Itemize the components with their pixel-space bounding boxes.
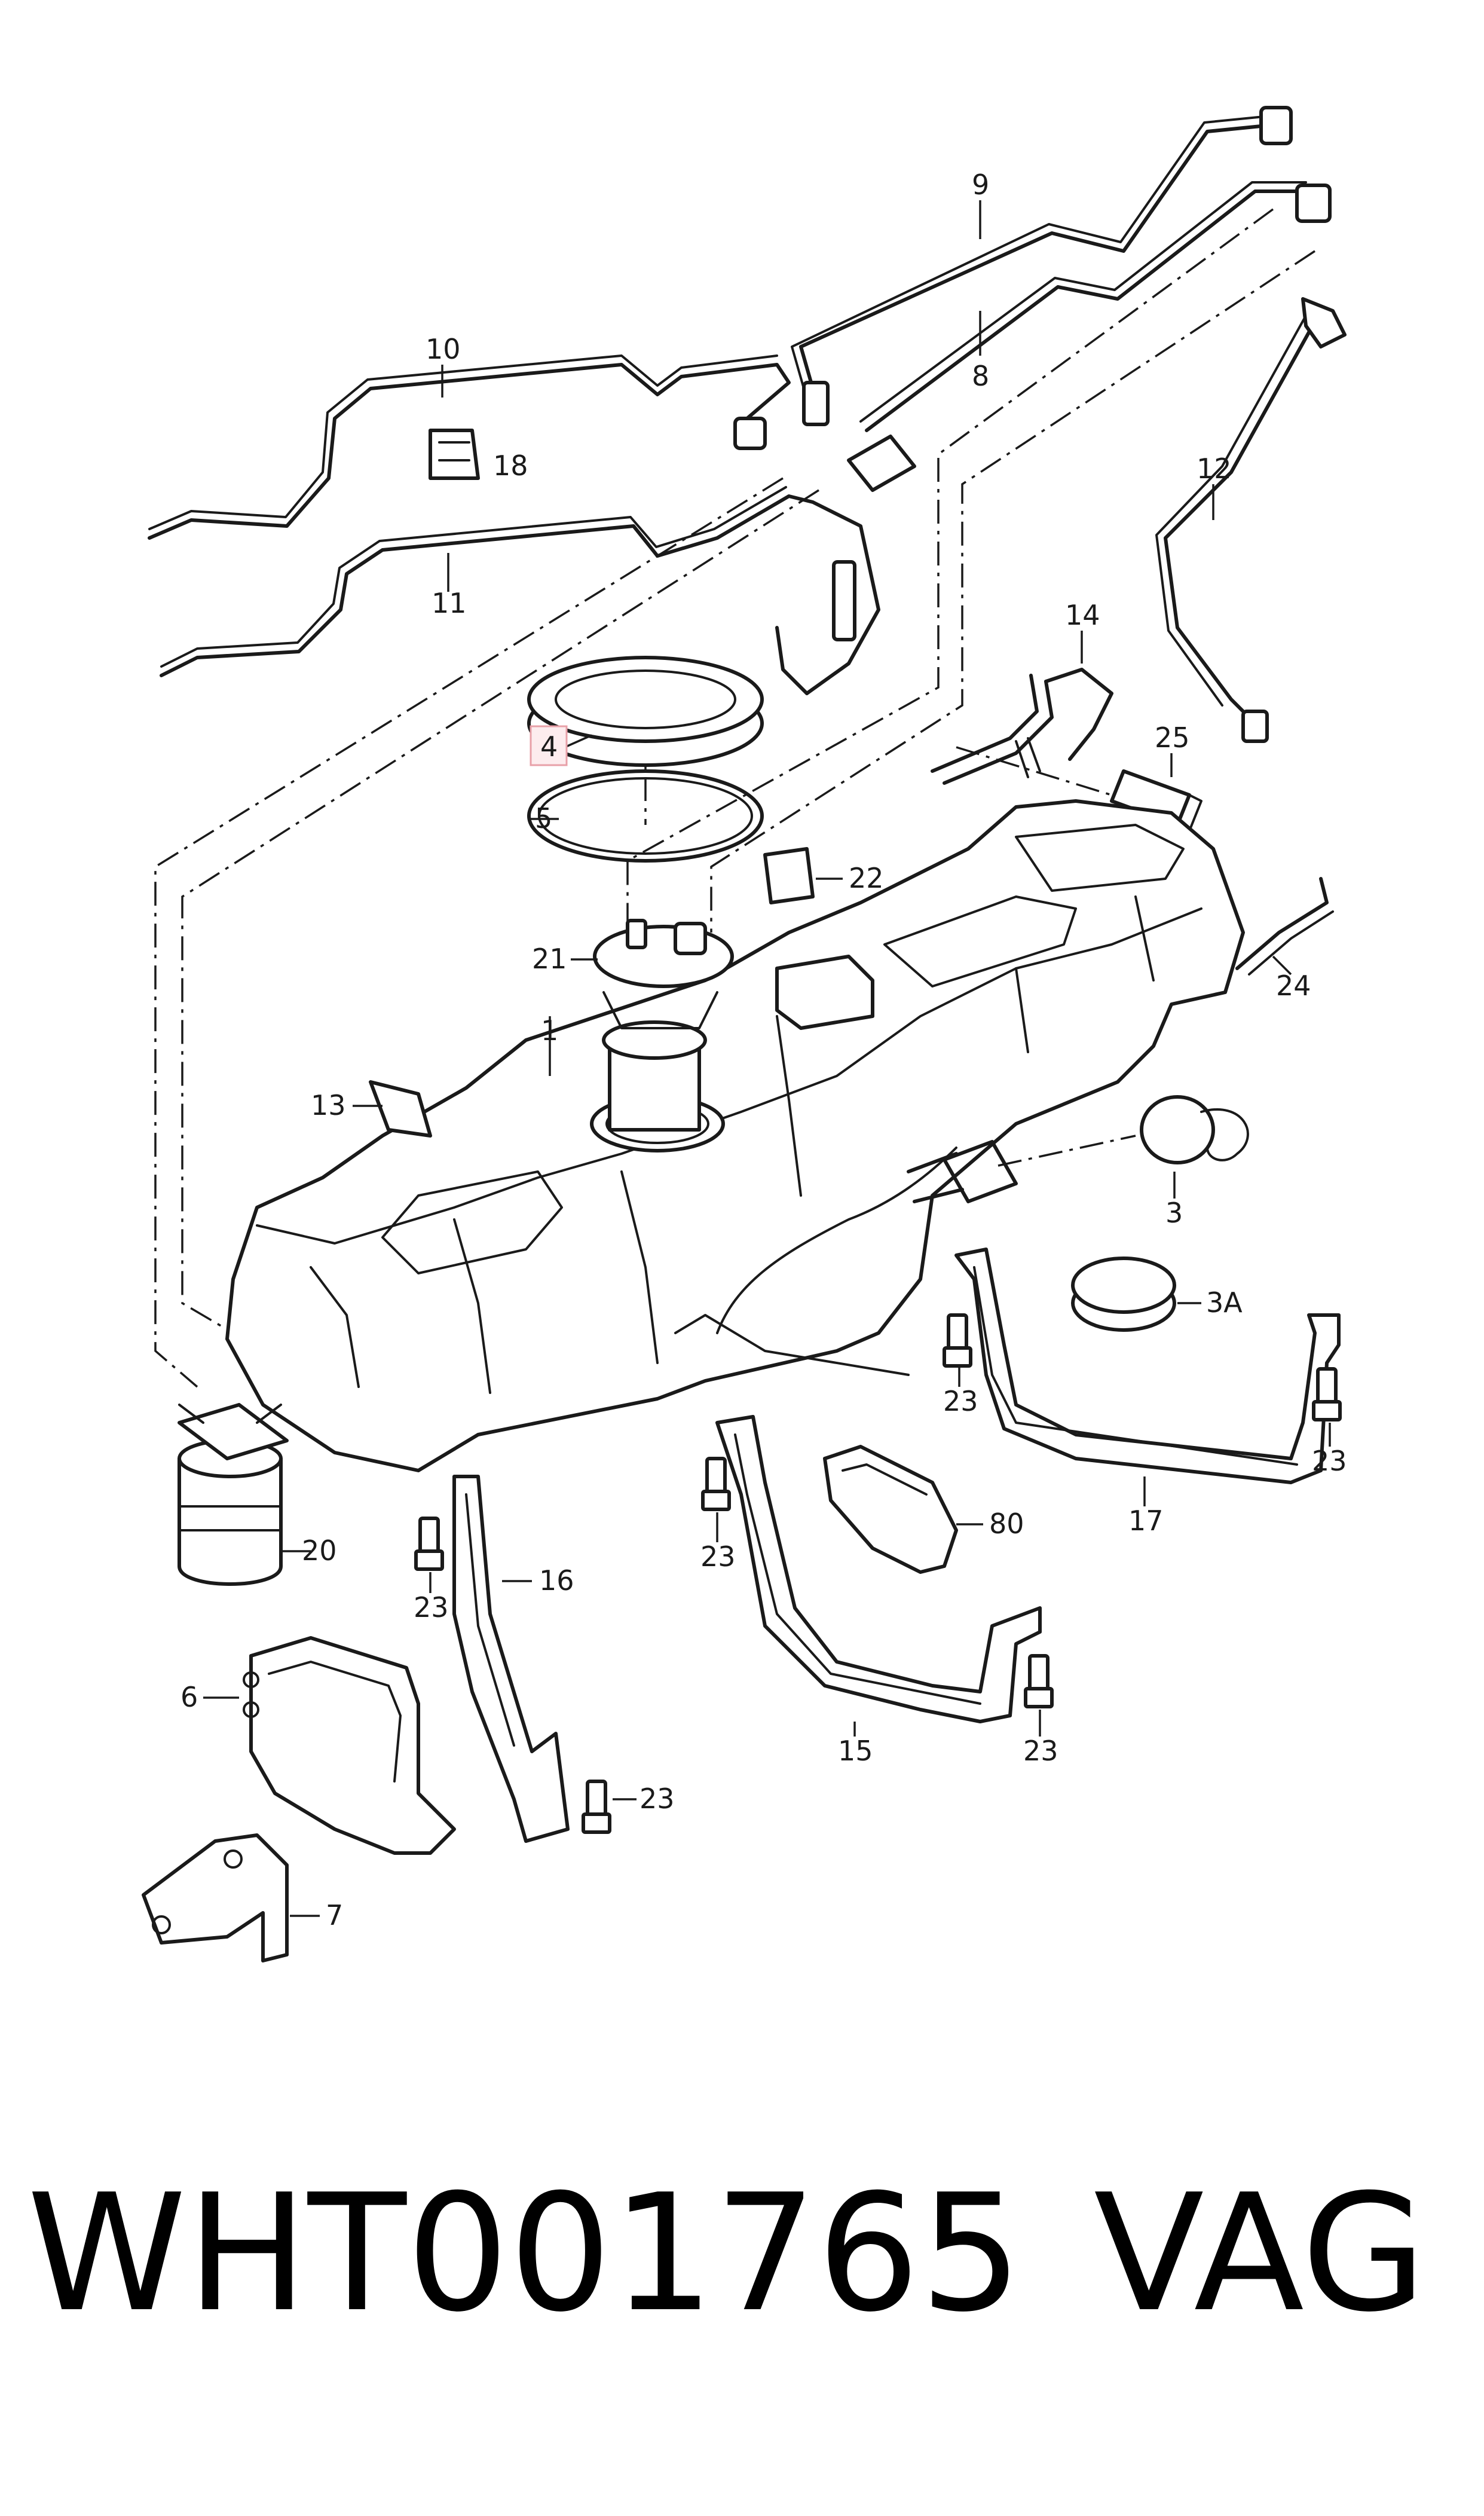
clip-13 — [369, 1080, 432, 1138]
fuel-filter-20 — [178, 1403, 289, 1586]
callout-24: 24 — [1276, 970, 1311, 1002]
diagram-svg: 9 8 10 11 12 14 25 18 4 5 22 24 21 1 13 … — [142, 106, 1347, 1962]
strap-16 — [452, 1475, 570, 1843]
callout-23-c: 23 — [414, 1591, 449, 1624]
fuel-line-9 — [791, 106, 1293, 426]
callout-23-b: 23 — [1312, 1445, 1347, 1477]
clip-18 — [429, 429, 480, 480]
callout-80: 80 — [989, 1508, 1024, 1540]
caption: WHT001765 VAG — [0, 2128, 1484, 2379]
callout-18: 18 — [493, 450, 528, 482]
callout-15: 15 — [838, 1735, 873, 1767]
callout-23-f: 23 — [640, 1783, 675, 1815]
clip-22 — [763, 847, 815, 904]
locking-ring-4 — [527, 656, 764, 767]
hose-14 — [931, 668, 1113, 785]
callout-22: 22 — [849, 862, 884, 894]
callout-4-highlight — [530, 725, 568, 766]
callout-3: 3 — [1165, 1197, 1183, 1229]
strap-15 — [715, 1415, 1042, 1723]
bolt-23-c — [414, 1517, 444, 1571]
callout-17: 17 — [1128, 1505, 1164, 1537]
fuel-tank-exploded-diagram: 9 8 10 11 12 14 25 18 4 5 22 24 21 1 13 … — [142, 106, 1347, 1962]
bolt-23-d — [701, 1457, 731, 1511]
bolt-23-a — [943, 1313, 972, 1368]
callout-labels: 9 8 10 11 12 14 25 18 4 5 22 24 21 1 13 … — [180, 169, 1347, 1931]
callout-16: 16 — [539, 1564, 574, 1597]
seal-ring-5 — [527, 769, 764, 863]
fuel-line-12 — [1155, 297, 1347, 743]
strap-17 — [954, 1248, 1341, 1484]
bracket-7 — [142, 1833, 289, 1962]
callout-13: 13 — [311, 1089, 346, 1121]
brand-name: VAG — [1094, 2159, 1427, 2347]
ring-3a — [1071, 1257, 1176, 1332]
callout-20: 20 — [302, 1534, 337, 1567]
callout-10: 10 — [426, 333, 461, 365]
filler-neck — [907, 1140, 1018, 1203]
callout-6: 6 — [180, 1681, 198, 1713]
callout-23-d: 23 — [700, 1540, 736, 1573]
fuel-line-8 — [847, 181, 1332, 492]
filler-cap-3 — [1140, 1095, 1249, 1164]
callout-1: 1 — [541, 1014, 558, 1047]
fuel-tank-1 — [225, 799, 1245, 1472]
callout-5: 5 — [535, 802, 552, 834]
callout-11: 11 — [432, 587, 467, 619]
callout-14: 14 — [1065, 599, 1100, 631]
callout-21: 21 — [532, 943, 567, 975]
callout-25: 25 — [1155, 722, 1190, 754]
bolt-23-f — [582, 1780, 611, 1834]
bolts-23 — [414, 1313, 1342, 1834]
callout-8: 8 — [972, 360, 989, 392]
callout-9: 9 — [972, 169, 989, 201]
callout-7: 7 — [326, 1899, 343, 1931]
vent-line-24 — [1235, 877, 1334, 976]
callout-12: 12 — [1197, 453, 1232, 485]
heat-shield-6 — [243, 1636, 456, 1855]
bolt-23-b — [1312, 1367, 1342, 1421]
callout-4: 4 — [540, 730, 558, 763]
callout-23-e: 23 — [1023, 1735, 1058, 1767]
fuel-line-11 — [160, 486, 880, 695]
callout-3a: 3A — [1206, 1286, 1243, 1319]
pad-80 — [823, 1445, 958, 1574]
vent-valve-module — [775, 955, 874, 1030]
callout-23-a: 23 — [943, 1385, 978, 1417]
part-number: WHT001765 — [27, 2159, 1023, 2347]
fuel-line-10 — [148, 354, 791, 540]
leader-lines — [203, 200, 1331, 1917]
fuel-pump-21 — [593, 919, 734, 1132]
bolt-23-e — [1024, 1654, 1054, 1708]
